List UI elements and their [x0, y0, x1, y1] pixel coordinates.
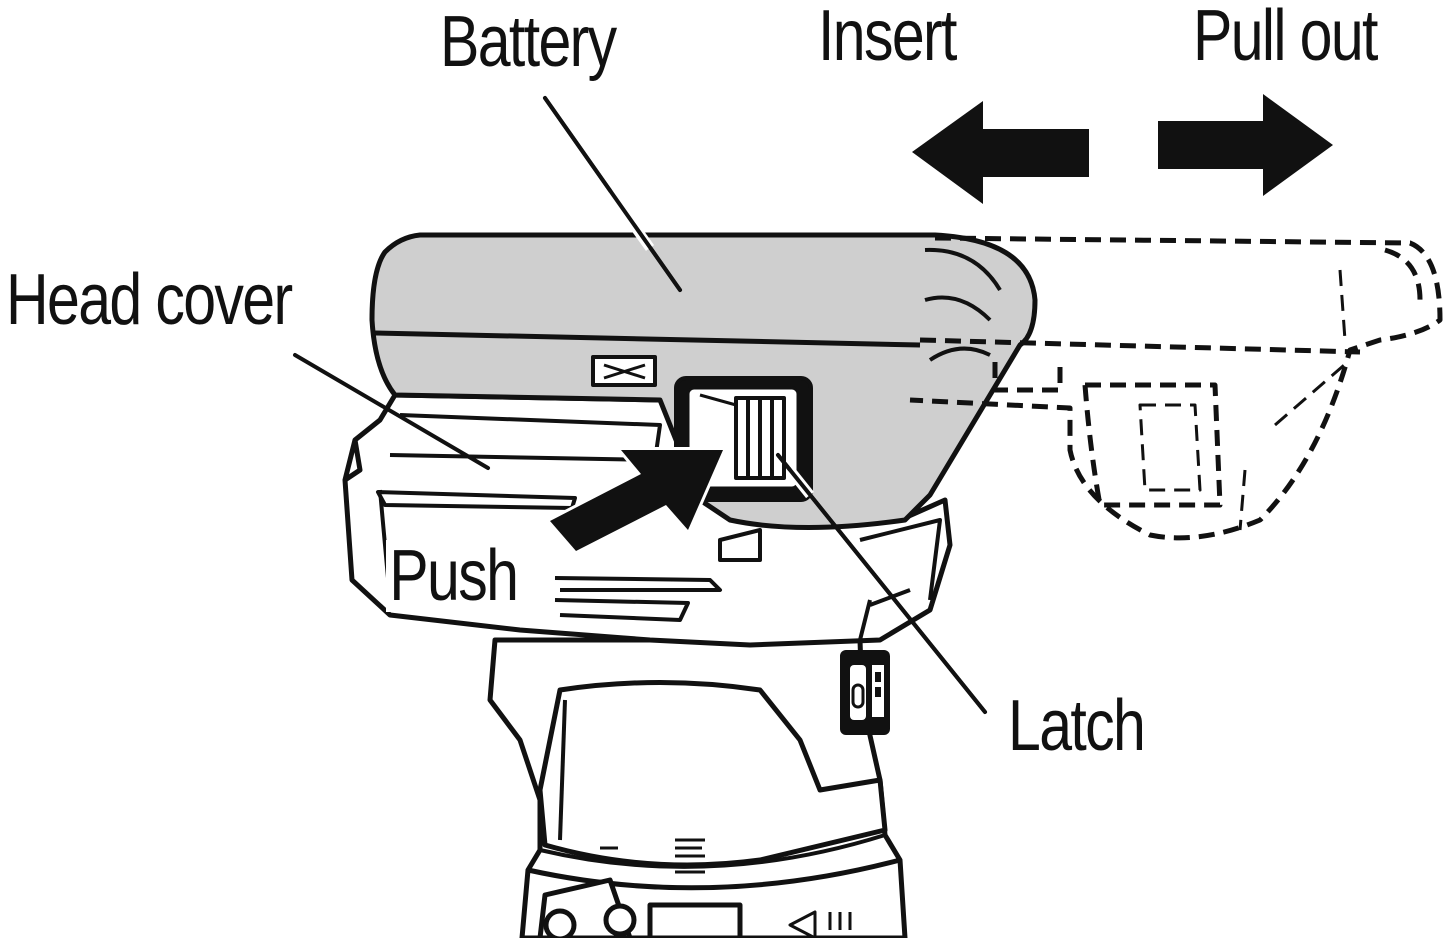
- latch-label: Latch: [1008, 686, 1146, 766]
- battery-level-icon: [872, 665, 884, 717]
- battery-outline-pulled-out: [909, 235, 1443, 541]
- battery-label: Battery: [440, 2, 617, 82]
- switch-panel: [840, 650, 890, 735]
- head-cover-leader: [293, 353, 490, 470]
- arrow-left-icon: [912, 101, 1089, 204]
- insert-label: Insert: [818, 0, 957, 76]
- pull-out-label: Pull out: [1193, 0, 1378, 76]
- arrow-diagonal-icon: [547, 447, 726, 554]
- arrow-right-icon: [1158, 94, 1333, 196]
- power-icon: [851, 683, 865, 709]
- router-body: [487, 637, 908, 938]
- push-label: Push: [386, 540, 521, 612]
- head-cover-label: Head cover: [6, 260, 293, 340]
